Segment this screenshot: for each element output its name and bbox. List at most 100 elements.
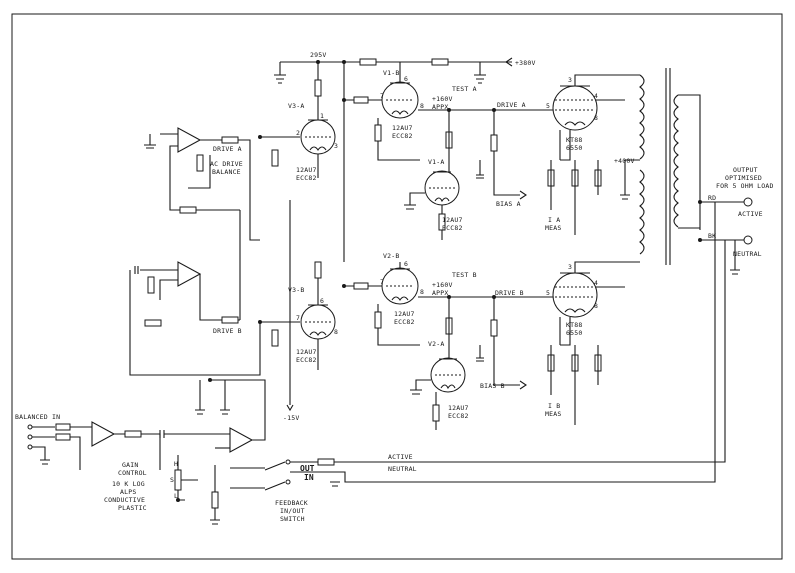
pot-l-label: L: [174, 492, 178, 500]
fb-active-label: ACTIVE: [388, 453, 413, 461]
tube-v3a: [260, 60, 336, 178]
bias-b-label: BIAS B: [480, 382, 505, 390]
drive-b-right-label: DRIVE B: [495, 289, 524, 297]
tube-v2a: [410, 357, 466, 430]
pot-s-label: S: [170, 476, 174, 484]
pin-kt88u-3: 3: [568, 76, 572, 84]
v2b-label: V2-B: [383, 252, 399, 260]
feedback-switch: [230, 202, 726, 491]
bias-networks: [476, 110, 527, 390]
v1b-tube-type: 12AU7: [392, 124, 413, 132]
input-stage: [27, 379, 266, 525]
drive-a-right-label: DRIVE A: [497, 101, 526, 109]
v1a-label: V1-A: [428, 158, 444, 166]
v2a-tube-type: 12AU7: [448, 404, 469, 412]
drawing-frame: [11, 13, 783, 560]
pin-v2b-8: 8: [420, 288, 424, 296]
pin-kt88u-5: 5: [546, 102, 550, 110]
pin-v3b-6: 6: [320, 297, 324, 305]
fb-neutral-label: NEUTRAL: [388, 465, 417, 473]
feedback-label-2: IN/OUT: [280, 507, 305, 515]
test-b-appx: APPX: [432, 289, 448, 297]
pin-v3b-7: 7: [296, 314, 300, 322]
pin-v3a-1: 1: [320, 112, 324, 120]
pin-kt88l-3: 3: [568, 263, 572, 271]
v2b-tube-type: 12AU7: [394, 310, 415, 318]
v3b-tube-type-alt: ECC82: [296, 356, 317, 364]
pin-kt88u-8: 8: [594, 114, 598, 122]
pot-h-label: H: [174, 460, 178, 468]
test-b-label: TEST B: [452, 271, 477, 279]
tube-kt88-lower: [540, 261, 640, 425]
pin-v3b-8: 8: [334, 328, 338, 336]
pin-v1b-7: 7: [380, 92, 384, 100]
v2b-tube-type-alt: ECC82: [394, 318, 415, 326]
v1b-label: V1-B: [383, 69, 399, 77]
v3a-tube-type-alt: ECC82: [296, 174, 317, 182]
pin-v3a-3: 3: [334, 142, 338, 150]
v2a-label: V2-A: [428, 340, 444, 348]
output-title-3: FOR 5 OHM LOAD: [716, 182, 774, 190]
pin-v1b-6: 6: [404, 75, 408, 83]
drive-a-left-label: DRIVE A: [213, 145, 242, 153]
pin-v2b-7: 7: [380, 278, 384, 286]
v3b-label: V3-B: [288, 286, 304, 294]
supply-rails: [274, 57, 513, 262]
pin-v2b-6: 6: [404, 260, 408, 268]
balance-label: BALANCE: [212, 168, 241, 176]
pin-kt88l-4: 4: [594, 279, 598, 287]
bk-tap-label: BK: [708, 232, 716, 240]
neutral-terminal-label: NEUTRAL: [733, 250, 762, 258]
pin-v3a-2: 2: [296, 129, 300, 137]
tube-v3b: [260, 200, 336, 412]
kt88-lower-type: KT88: [566, 321, 582, 329]
feedback-label-1: FEEDBACK: [275, 499, 308, 507]
v3a-label: V3-A: [288, 102, 304, 110]
test-a-appx: APPX: [432, 103, 448, 111]
rail-neg15v-label: -15V: [283, 414, 299, 422]
tube-kt88-upper: [540, 74, 640, 235]
v1b-tube-type-alt: ECC82: [392, 132, 413, 140]
rail-380v-label: +380V: [515, 59, 536, 67]
ia-label: I A: [548, 216, 560, 224]
balanced-in-label: BALANCED IN: [15, 413, 60, 421]
gain-control-4: ALPS: [120, 488, 136, 496]
tube-v1b: [344, 62, 540, 175]
switch-out-label: OUT: [300, 464, 315, 473]
v2a-tube-type-alt: ECC82: [448, 412, 469, 420]
switch-in-label: IN: [304, 473, 314, 482]
test-b-voltage: +160V: [432, 281, 453, 289]
v1a-tube-type-alt: ECC82: [442, 224, 463, 232]
feedback-label-3: SWITCH: [280, 515, 305, 523]
rd-tap-label: RD: [708, 194, 716, 202]
gain-control-2: CONTROL: [118, 469, 147, 477]
output-title-2: OPTIMISED: [725, 174, 762, 182]
rail-400v-label: +400V: [614, 157, 635, 165]
pin-v1b-8: 8: [420, 102, 424, 110]
gain-control-5: CONDUCTIVE: [104, 496, 145, 504]
ia-meas-label: MEAS: [545, 224, 561, 232]
pin-kt88l-5: 5: [546, 289, 550, 297]
drive-b-left-label: DRIVE B: [213, 327, 242, 335]
ac-drive-label: AC DRIVE: [210, 160, 243, 168]
gain-control-1: GAIN: [122, 461, 138, 469]
opamp-stage: [129, 127, 261, 376]
test-a-voltage: +160V: [432, 95, 453, 103]
ib-meas-label: MEAS: [545, 410, 561, 418]
tube-v1a: [404, 170, 460, 240]
ib-label: I B: [548, 402, 560, 410]
gain-control-3: 10 K LOG: [112, 480, 145, 488]
output-transformer: [620, 68, 753, 275]
v3b-tube-type: 12AU7: [296, 348, 317, 356]
pin-kt88u-4: 4: [594, 92, 598, 100]
pin-kt88l-8: 8: [594, 302, 598, 310]
kt88-upper-type-alt: 6550: [566, 144, 582, 152]
rail-295v-label: 295V: [310, 51, 326, 59]
tube-v2b: [344, 262, 540, 360]
active-terminal-label: ACTIVE: [738, 210, 763, 218]
kt88-upper-type: KT88: [566, 136, 582, 144]
bias-a-label: BIAS A: [496, 200, 521, 208]
output-title-1: OUTPUT: [733, 166, 758, 174]
v1a-tube-type: 12AU7: [442, 216, 463, 224]
